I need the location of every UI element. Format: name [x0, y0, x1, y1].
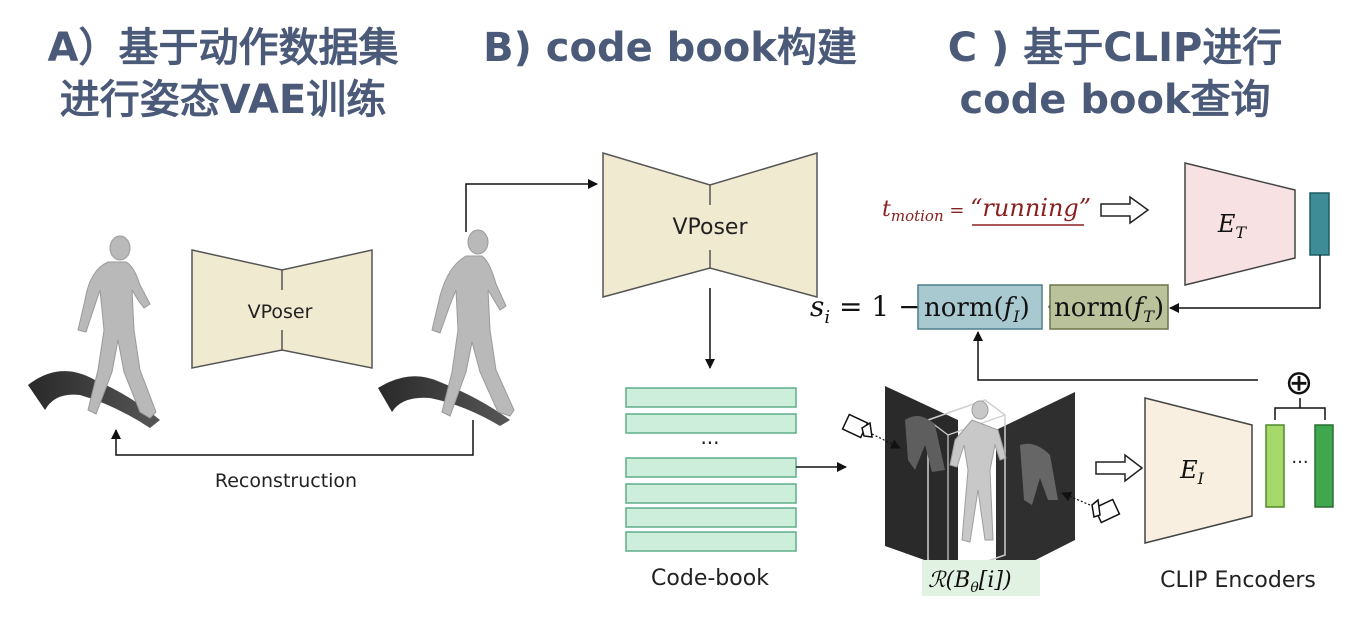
codebook-label: Code-book [651, 566, 769, 591]
reconstruction-arrow [111, 420, 474, 456]
codebook [625, 387, 797, 552]
image-feature-vector [1265, 424, 1285, 508]
render-label-bg [922, 560, 1040, 596]
text-feature-to-norm-arrow [1169, 255, 1321, 313]
heading-b-line1: B) code book构建 [483, 25, 857, 71]
codebook-entry [625, 387, 797, 408]
rendered-views [885, 386, 1075, 580]
heading-a-line2: 进行姿态VAE训练 [59, 77, 387, 123]
camera-icon [1061, 491, 1121, 524]
codebook-entry [625, 457, 797, 478]
camera-icon [841, 413, 901, 449]
codebook-entry [625, 507, 797, 528]
a-to-b-arrow [465, 179, 598, 232]
sum-symbol: ⊕ [1285, 363, 1314, 403]
render-panel-back [885, 386, 958, 572]
norm-image-text: norm(fI) [924, 293, 1030, 326]
render-label: ℛ(Bθ[i]) [928, 568, 1012, 596]
text-feature-vector [1309, 192, 1330, 256]
codebook-entry [625, 483, 797, 504]
vposer-b-label: VPoser [672, 215, 748, 240]
text-encoder-var: E [1217, 210, 1236, 238]
image-encoder-label: EI [1179, 456, 1205, 488]
image-feature-vector [1314, 424, 1334, 508]
t-motion-sub: motion [891, 207, 944, 225]
t-motion-eq: = [944, 200, 971, 221]
input-pose-shadow [28, 371, 160, 428]
reconstruction-label: Reconstruction [215, 470, 357, 492]
codebook-ellipsis: ··· [700, 431, 719, 455]
text-encoder-label: ET [1217, 210, 1248, 242]
similarity-lhs: si = 1 − [810, 290, 922, 328]
codebook-entry [625, 413, 797, 434]
codebook-entry [625, 531, 797, 552]
clip-encoders-label: CLIP Encoders [1160, 568, 1316, 593]
heading-a-line1: A）基于动作数据集 [47, 25, 399, 71]
t-motion-var: t [882, 197, 891, 222]
feature-bracket [1274, 398, 1326, 420]
output-pose-shadow [378, 376, 510, 426]
text-encoder [1184, 162, 1296, 286]
similarity-mid: = 1 − [830, 290, 921, 323]
input-pose-figure [77, 235, 157, 419]
t-motion-expression: tmotion = “running” [882, 194, 1091, 225]
vposer-a-label: VPoser [248, 301, 313, 323]
heading-c-line2: code book查询 [959, 77, 1271, 123]
t-motion-value: “running” [970, 194, 1091, 222]
render-to-encoder-arrow [1095, 453, 1144, 483]
norm-text-box [1049, 284, 1169, 330]
encoder-ellipsis: ··· [1291, 452, 1308, 473]
norm-image-box [917, 284, 1043, 330]
text-encoder-sub: T [1235, 223, 1247, 242]
image-feature-to-norm-arrow [973, 331, 1258, 381]
text-to-encoder-arrow [1100, 195, 1150, 225]
heading-c-line1: C ) 基于CLIP进行 [947, 25, 1283, 71]
similarity-lhs-sub: i [824, 307, 830, 328]
similarity-lhs-var: s [810, 290, 824, 323]
image-encoder [1144, 397, 1253, 544]
output-pose-figure [431, 229, 515, 417]
